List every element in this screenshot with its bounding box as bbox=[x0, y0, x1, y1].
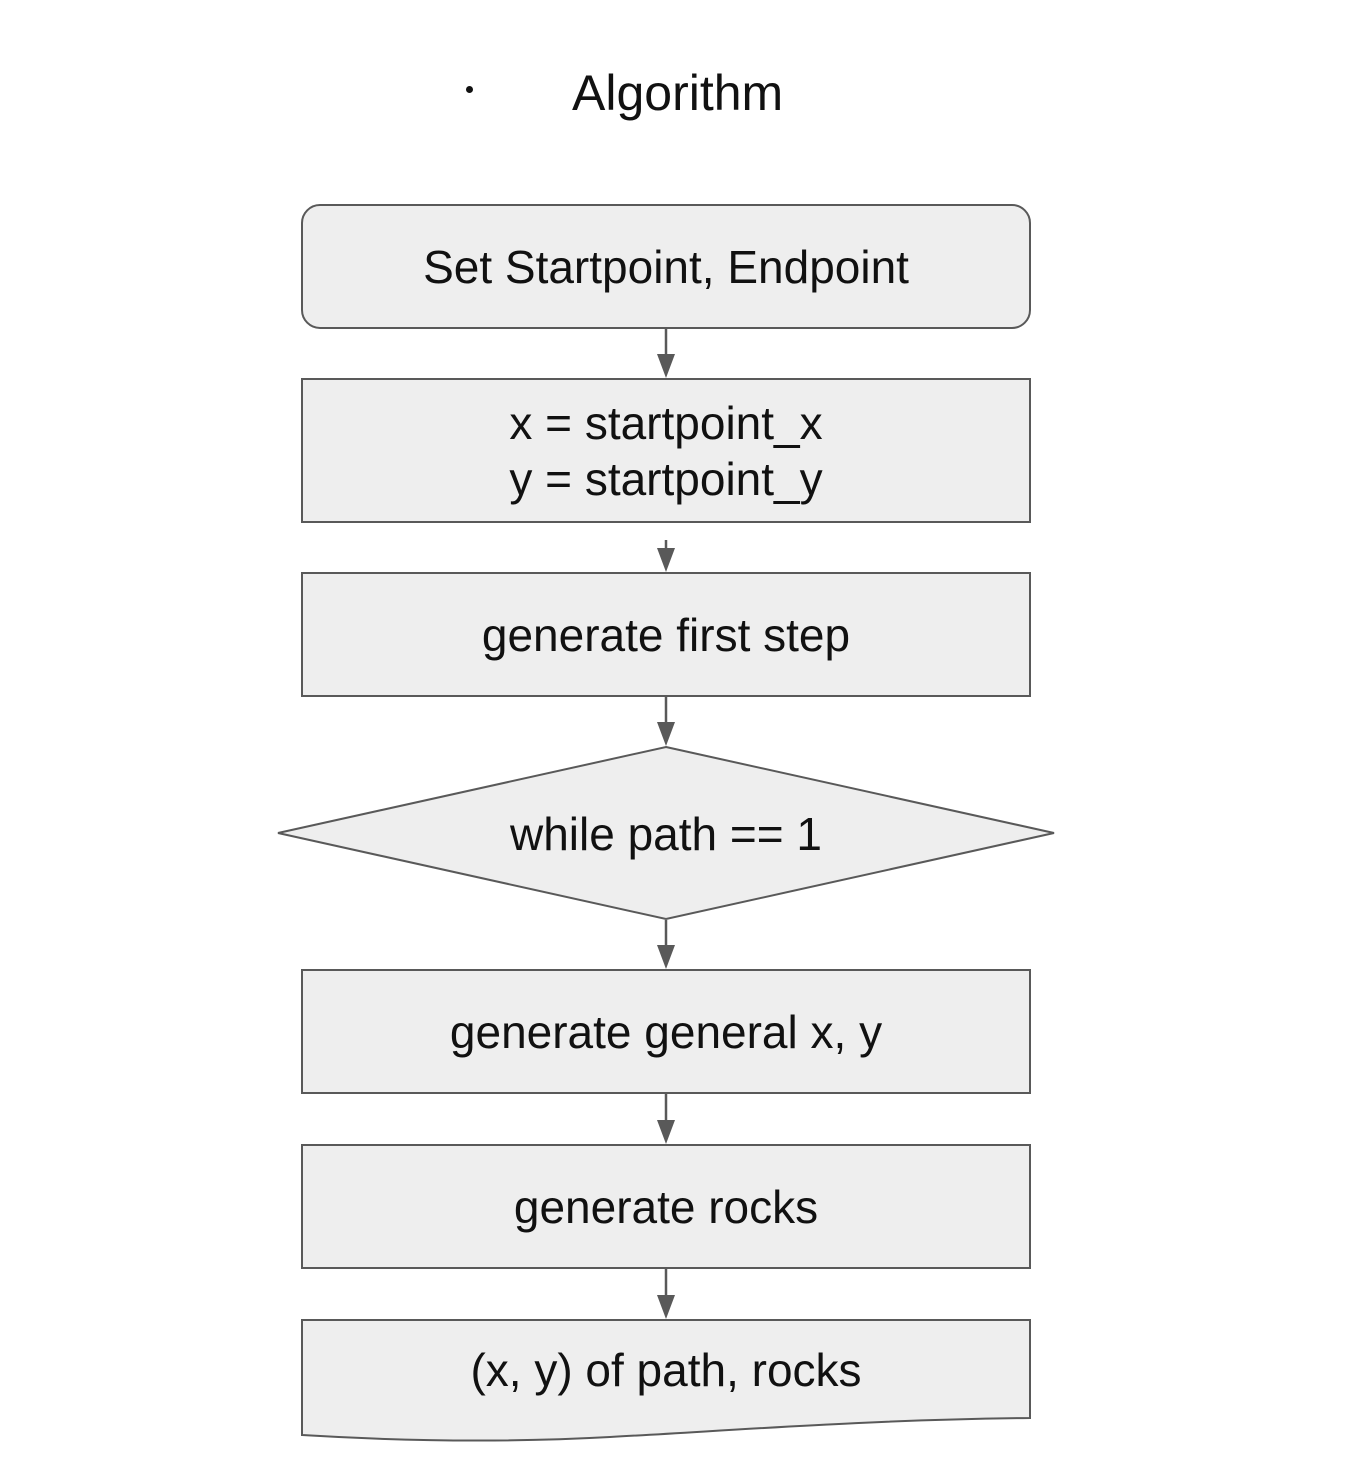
rocks-node-shape bbox=[301, 1144, 1031, 1269]
loop-node-label: while path == 1 bbox=[509, 808, 822, 860]
connector-first-step-loop bbox=[657, 697, 675, 746]
first-step-node-label: generate first step bbox=[481, 608, 851, 661]
connector-rocks-output bbox=[657, 1269, 675, 1319]
first-step-node-shape bbox=[301, 572, 1031, 697]
general-xy-node-shape bbox=[301, 969, 1031, 1094]
start-node-label: Set Startpoint, Endpoint bbox=[423, 240, 909, 293]
connector-init-first-step bbox=[657, 540, 675, 572]
general-xy-node-label: generate general x, y bbox=[449, 1005, 883, 1058]
init-node-shape bbox=[301, 378, 1031, 523]
title-row: Algorithm bbox=[0, 58, 1352, 128]
connector-general-xy-rocks bbox=[657, 1094, 675, 1144]
connector-start-init bbox=[657, 329, 675, 378]
rocks-node-label: generate rocks bbox=[513, 1180, 819, 1233]
output-node-shape bbox=[301, 1319, 1031, 1442]
init-node-label: x = startpoint_x y = startpoint_y bbox=[509, 396, 823, 505]
connector-loop-general-xy bbox=[657, 920, 675, 969]
start-node-shape bbox=[301, 204, 1031, 329]
loop-node-shape bbox=[277, 745, 1055, 921]
output-node-label: (x, y) of path, rocks bbox=[470, 1344, 862, 1396]
diagram-title: Algorithm bbox=[572, 65, 784, 121]
bullet-icon bbox=[466, 86, 473, 93]
